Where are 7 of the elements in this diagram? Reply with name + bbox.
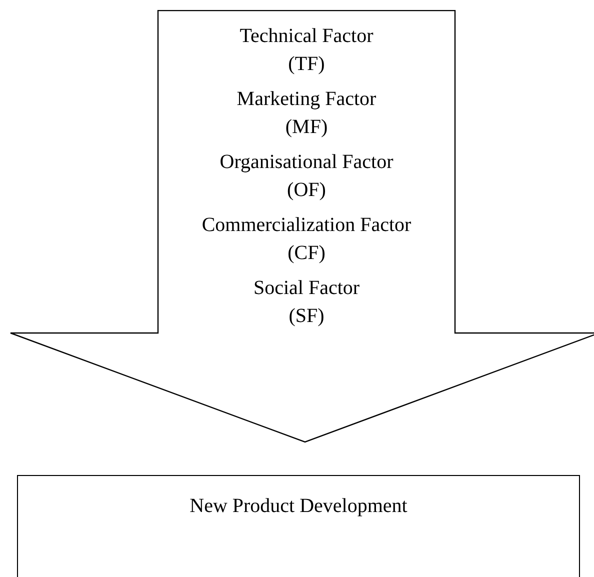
process-box [17, 475, 580, 577]
box-title: New Product Development [188, 494, 408, 519]
factor-label: Organisational Factor (OF) [218, 150, 394, 203]
factor-label: Technical Factor (TF) [238, 24, 374, 77]
factor-label: Marketing Factor (MF) [236, 87, 378, 140]
factor-label: Commercialization Factor (CF) [200, 213, 412, 266]
factor-label: Social Factor (SF) [252, 276, 361, 329]
